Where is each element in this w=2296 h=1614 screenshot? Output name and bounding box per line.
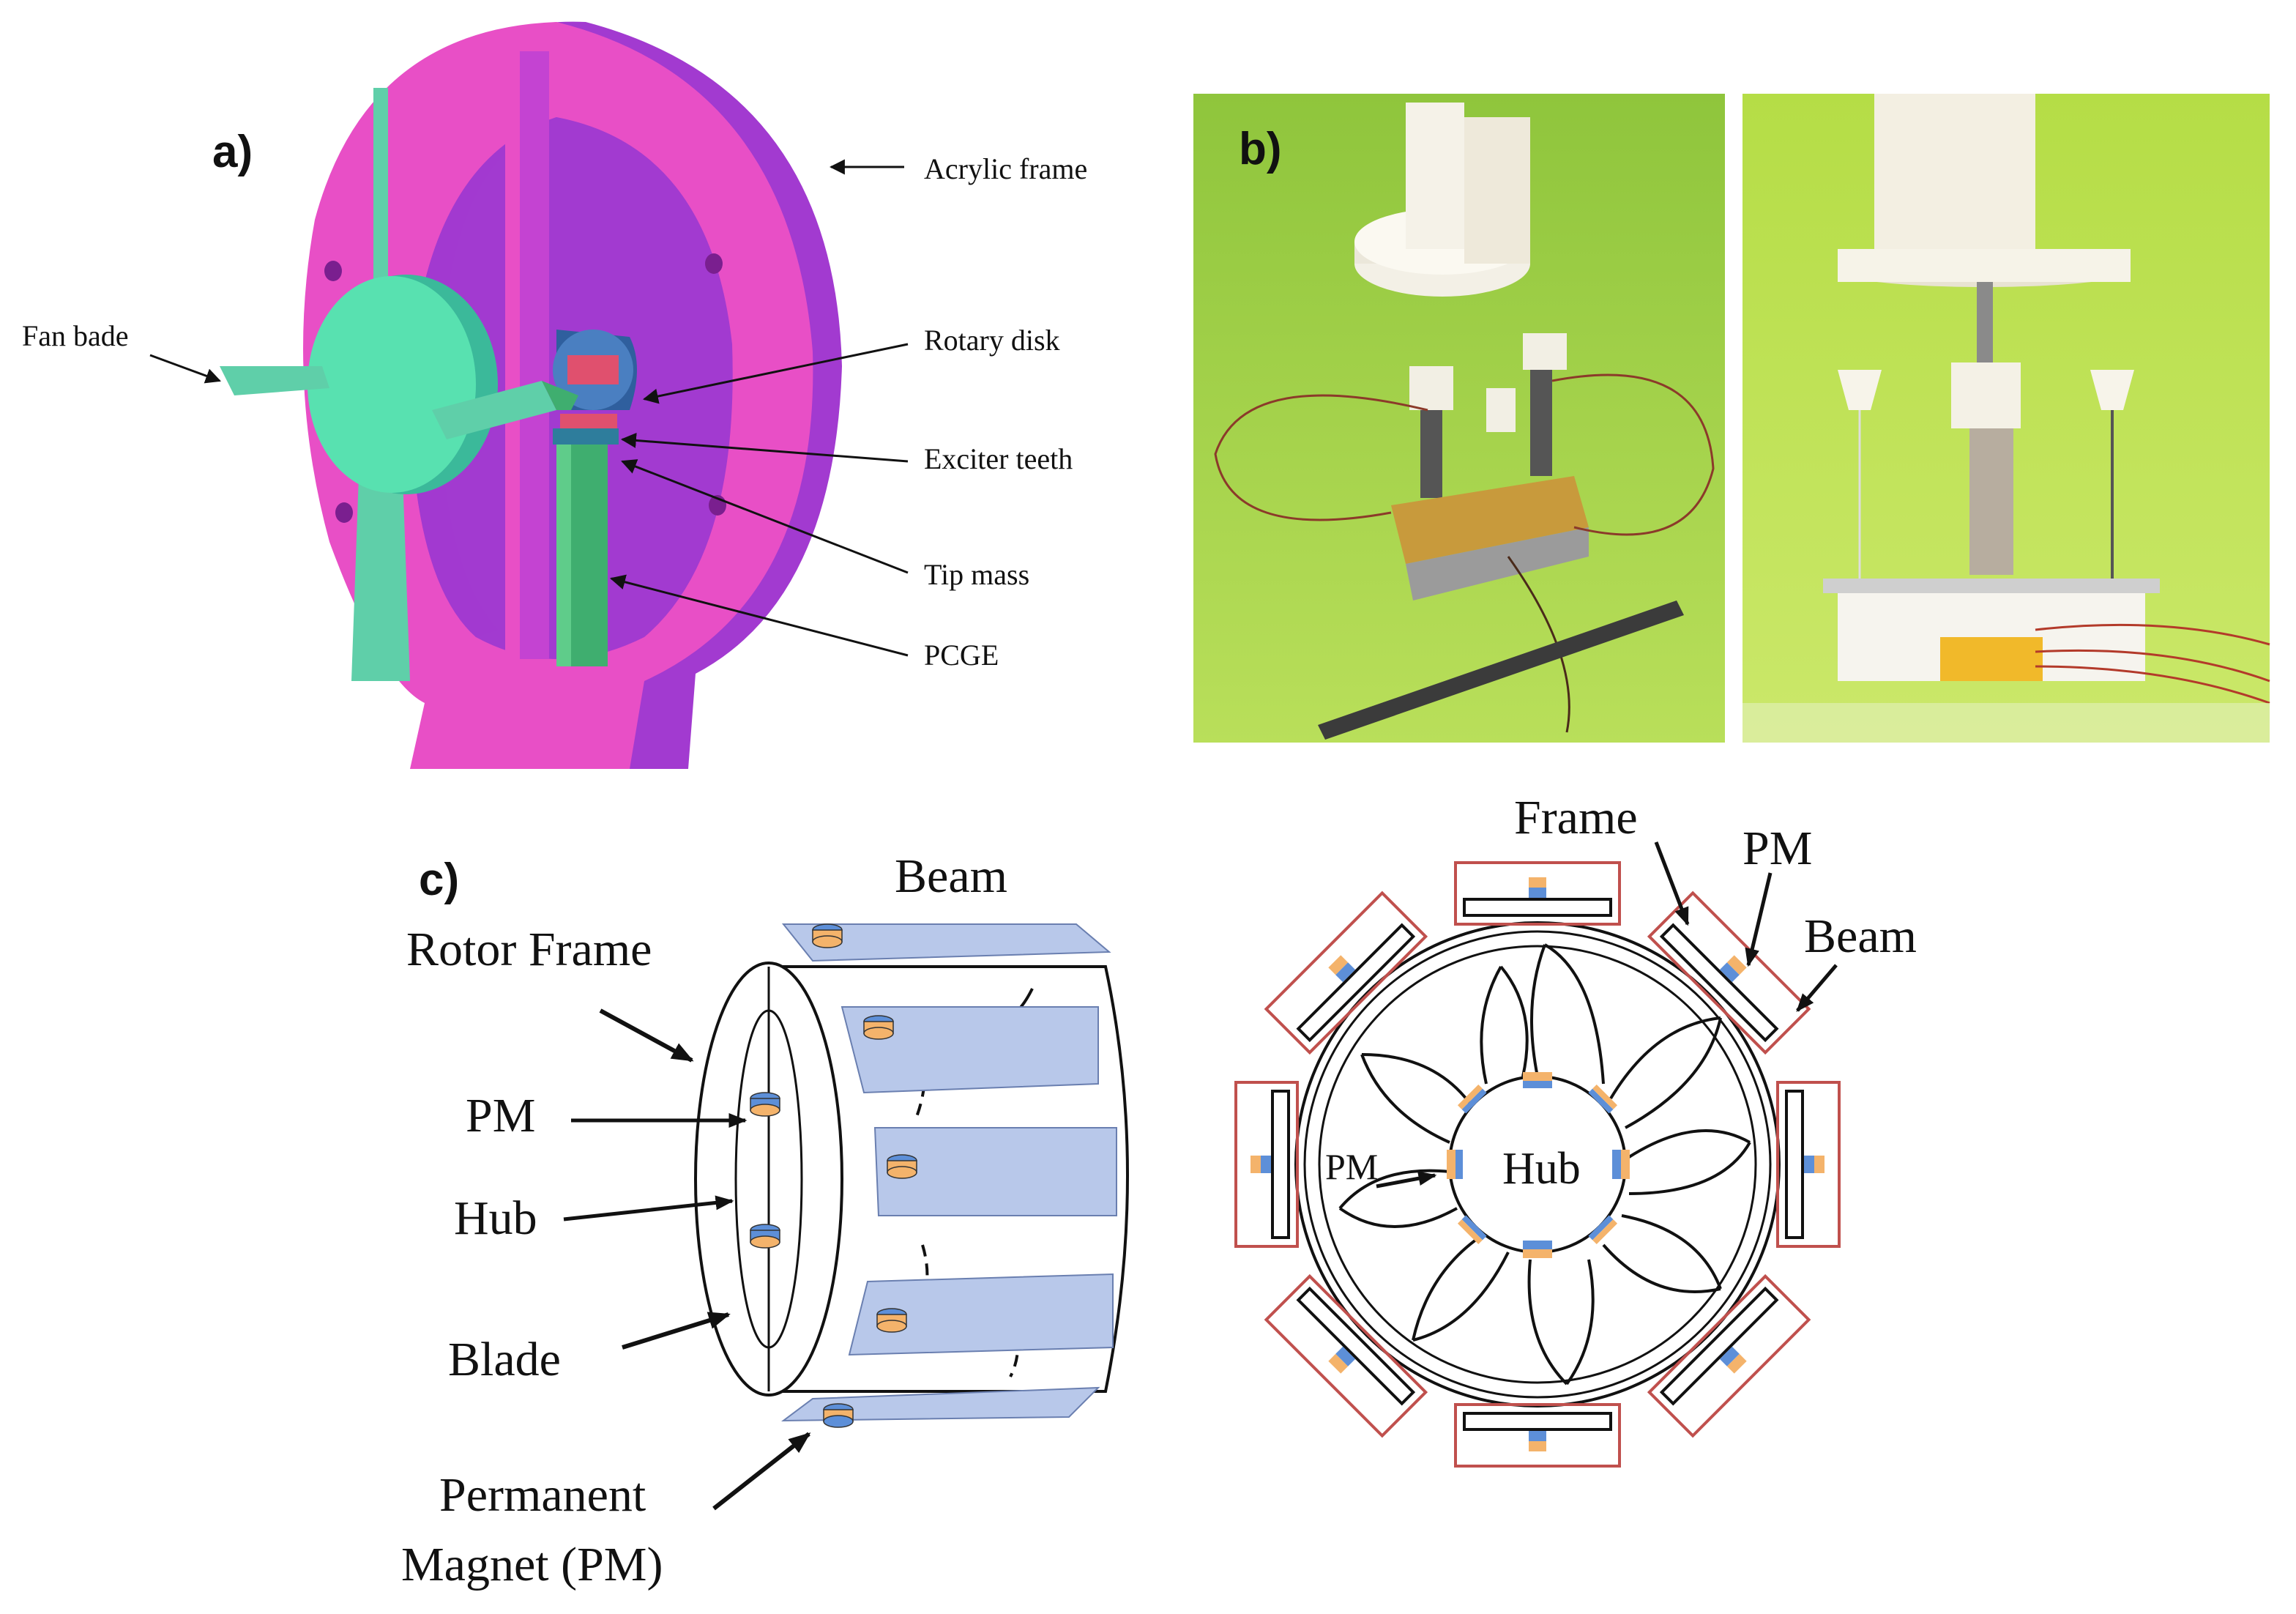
label-c-beam-right: Beam	[1804, 910, 1917, 963]
label-c-rotor-frame: Rotor Frame	[406, 923, 652, 976]
permanent-magnets-left	[750, 923, 917, 1428]
label-c-pm-inner: PM	[1325, 1146, 1378, 1187]
panel-b-letter: b)	[1239, 124, 1282, 174]
label-c-pm: PM	[466, 1089, 535, 1142]
fan-assembly	[220, 88, 578, 681]
rotary-disk	[553, 330, 637, 410]
label-tip-mass: Tip mass	[924, 558, 1029, 591]
hub-magnets	[1447, 1072, 1630, 1258]
panel-a: a)	[22, 21, 1087, 769]
label-rotary-disk: Rotary disk	[924, 324, 1060, 357]
photo-prototype-angled	[1193, 94, 1725, 743]
photo-prototype-side	[1742, 94, 2270, 743]
panel-b: b)	[1193, 94, 2270, 743]
beam-boxes	[1234, 861, 1841, 1468]
label-c-frame: Frame	[1514, 791, 1638, 844]
label-c-pm-right: PM	[1742, 822, 1812, 875]
label-pcge: PCGE	[924, 639, 999, 672]
label-fan-blade: Fan bade	[22, 319, 129, 352]
label-c-hub: Hub	[454, 1191, 537, 1245]
exciter-teeth	[560, 414, 617, 428]
label-c-permanent: Permanent	[439, 1468, 646, 1522]
panel-a-letter: a)	[212, 127, 253, 177]
panel-c-right: Hub PM	[1234, 791, 1917, 1468]
label-c-hub-right: Hub	[1502, 1144, 1581, 1194]
fan-blades-top-view	[1338, 943, 1751, 1386]
label-c-beam: Beam	[895, 849, 1007, 903]
label-c-blade: Blade	[448, 1333, 561, 1386]
label-c-magnet-pm: Magnet (PM)	[401, 1538, 663, 1591]
label-exciter-teeth: Exciter teeth	[924, 442, 1073, 475]
panel-c-left: c) Beam Rotor	[401, 849, 1129, 1591]
tip-mass	[553, 428, 619, 445]
label-acrylic-frame: Acrylic frame	[924, 152, 1087, 185]
panel-c-letter: c)	[419, 855, 459, 905]
beam-plates	[780, 923, 1117, 1422]
